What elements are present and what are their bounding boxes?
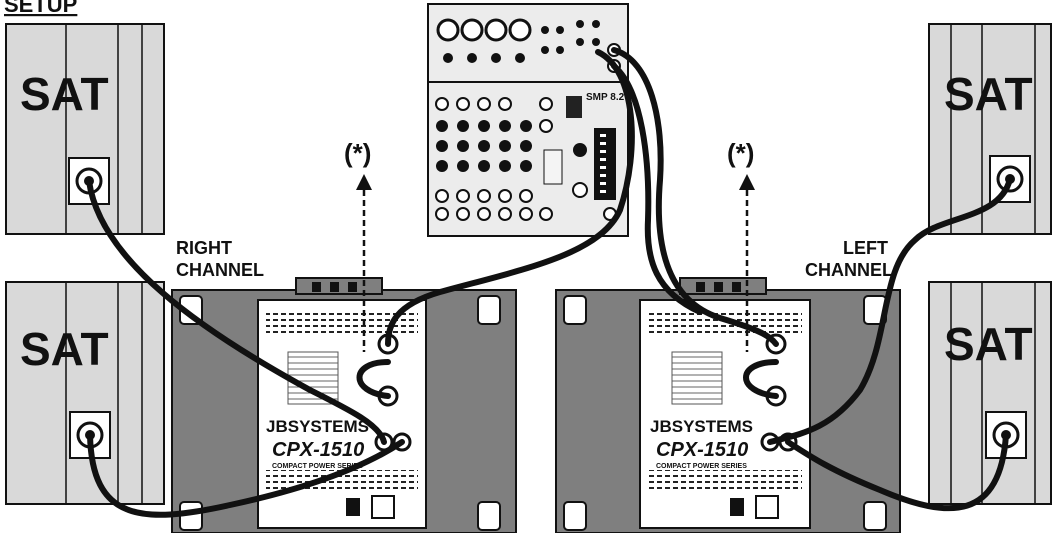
cables <box>86 47 1013 518</box>
amp-series: COMPACT POWER SERIES <box>272 463 363 470</box>
cable-loop-left <box>743 359 779 399</box>
left-channel-label-line1: LEFT <box>843 238 888 258</box>
cable-mixer-left-amp <box>611 47 779 347</box>
cable-sat-bottom-right <box>87 432 405 518</box>
handle-icon <box>179 295 501 531</box>
arrow-up-icon <box>356 174 372 352</box>
amplifier-left-channel: JBSYSTEMS CPX-1510 COMPACT POWER SERIES <box>555 277 901 533</box>
asterisk-note-right: (*) <box>344 138 371 168</box>
amp-model: CPX-1510 <box>272 439 364 461</box>
amp-model: CPX-1510 <box>656 439 748 461</box>
sat-speaker-top-left-side: SAT <box>928 23 1052 235</box>
right-channel-label-line1: RIGHT <box>176 238 232 258</box>
cable-sat-bottom-left <box>785 432 1009 512</box>
sat-speaker-top-right-side: SAT <box>5 23 165 235</box>
page-title: SETUP <box>4 0 77 17</box>
sat-label: SAT <box>20 323 109 375</box>
cable-mixer-right-amp <box>385 49 635 347</box>
mixer-knob-icon <box>435 97 617 221</box>
handle-icon <box>563 295 887 531</box>
asterisk-note-left: (*) <box>727 138 754 168</box>
amp-brand: JBSYSTEMS <box>266 417 369 436</box>
cable-sat-top-right <box>86 178 387 445</box>
sat-label: SAT <box>944 68 1033 120</box>
sat-speaker-bottom-right-side: SAT <box>5 281 165 505</box>
sat-label: SAT <box>944 318 1033 370</box>
amp-brand: JBSYSTEMS <box>650 417 753 436</box>
cable-loop-right <box>356 359 391 399</box>
right-channel-label-line2: CHANNEL <box>176 260 264 280</box>
amp-series: COMPACT POWER SERIES <box>656 463 747 470</box>
mixer-model-text: SMP 8.2 <box>586 92 625 103</box>
xlr-connector-icon <box>436 18 532 42</box>
cable-sat-top-left <box>767 176 1013 445</box>
left-channel-label-line2: CHANNEL <box>805 260 893 280</box>
sat-label: SAT <box>20 68 109 120</box>
mixer: SMP 8.2 <box>427 3 629 237</box>
sat-speaker-bottom-left-side: SAT <box>928 281 1052 505</box>
